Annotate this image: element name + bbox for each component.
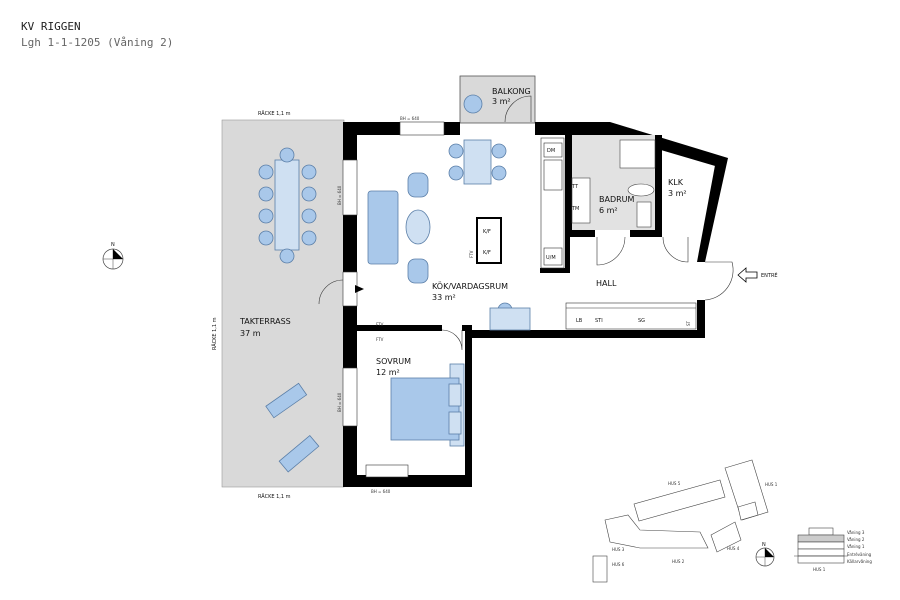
sun-loungers [265,382,320,473]
bedroom: SOVRUM 12 m² [376,357,465,447]
balcony: BALKONG 3 m² [459,75,536,124]
site-label-hus5: HUS 5 [668,481,681,486]
level-vaning3: Våning 3 [847,530,865,535]
room-area-klk: 3 m² [668,189,687,198]
sti-label: STI [595,318,603,324]
room-name-badrum: BADRUM [599,195,635,204]
sg-label: SG [638,318,645,324]
level-vaning2: Våning 2 [847,537,865,542]
bh-left1-label: BH = 640 [337,185,342,205]
apartment-subtitle: Lgh 1-1-1205 (Våning 2) [21,36,174,49]
entrance-arrow-icon [737,267,758,283]
level-vaning1: Våning 1 [847,544,865,549]
section-diagram: Våning 3 Våning 2 Våning 1 Entréväning K… [794,527,872,572]
ftv2-label: FTV [376,322,384,327]
site-label-hus3: HUS 3 [612,547,625,552]
lb-label: LB [576,318,583,324]
site-compass-label: N [762,542,766,548]
entry-arrow-icon [355,285,364,293]
room-name-sovrum: SOVRUM [376,357,411,366]
terrace-dining-set [258,147,317,264]
hall: HALL LB STI SG ST ENTRÉ [565,267,778,330]
site-plan: HUS 5 HUS 1 HUS 3 HUS 2 HUS 4 HUS 6 [592,459,778,583]
kf1-label: K/F [483,229,491,235]
racke-top-label: RÄCKE 1,1 m [258,110,291,117]
room-name-hall: HALL [596,279,617,288]
st-label: ST [686,320,691,326]
room-area-takterrass: 37 m [240,329,261,338]
kf2-label: K/F [483,250,491,256]
terrace: RÄCKE 1,1 m RÄCKE 1,1 m RÄCKE 1,1 m TAKT… [211,110,345,500]
walls [342,121,728,487]
site-label-hus2: HUS 2 [672,559,685,564]
racke-left-label: RÄCKE 1,1 m [211,317,218,350]
room-name-kok: KÖK/VARDAGSRUM [432,281,508,291]
bh-top-label: BH = 640 [400,116,420,121]
entre-label: ENTRÉ [761,271,778,279]
compass-icon: N [102,242,124,270]
room-area-sovrum: 12 m² [376,368,400,377]
project-title: KV RIGGEN [21,20,81,33]
ftv1-label: FTV [469,250,474,258]
bathroom: TT TM BADRUM 6 m² [571,135,656,230]
bh-left2-label: BH = 640 [337,392,342,412]
racke-bottom-label: RÄCKE 1,1 m [258,493,291,500]
site-compass-icon: N [755,542,775,567]
kitchen: DM U/M K/F K/F FTV [469,137,565,269]
room-area-balkong: 3 m² [492,97,511,106]
ftv3-label: FTV [376,337,384,342]
room-area-kok: 33 m² [432,293,456,302]
doors [318,236,734,351]
room-name-takterrass: TAKTERRASS [239,317,291,326]
site-label-hus6: HUS 6 [612,562,625,567]
room-name-klk: KLK [668,178,684,187]
room-name-balkong: BALKONG [492,87,531,96]
room-area-badrum: 6 m² [599,206,618,215]
section-label: HUS 1 [813,567,826,572]
site-label-hus1: HUS 1 [765,482,778,487]
site-label-hus4: HUS 4 [727,546,740,551]
living-furniture: KÖK/VARDAGSRUM 33 m² FTV FTV [367,139,531,342]
level-entre: Entréväning [847,552,872,557]
dm-label: DM [547,148,555,154]
um-label: U/M [546,255,556,261]
header: KV RIGGEN Lgh 1-1-1205 (Våning 2) [21,20,173,49]
tt-label: TT [571,184,579,190]
tm-label: TM [571,206,579,212]
level-kallare: Källarvåning [847,559,872,564]
compass-label: N [111,242,115,248]
bh-bottom-label: BH = 640 [371,489,391,494]
